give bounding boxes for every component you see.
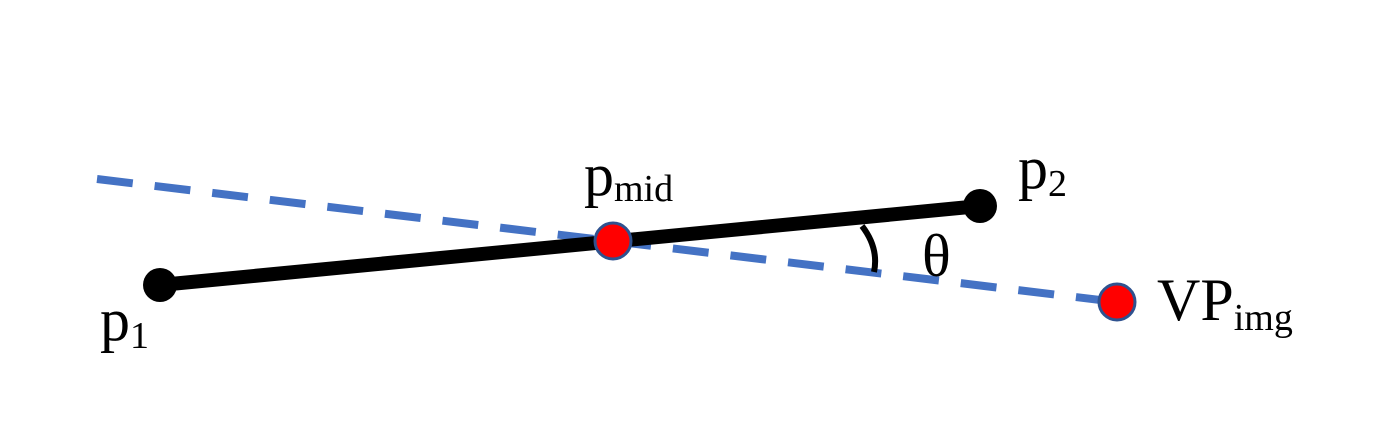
angle-arc <box>859 224 879 273</box>
endpoint-p2 <box>963 189 997 223</box>
label-pmid: pmid <box>584 142 673 210</box>
line-segment <box>153 199 987 292</box>
label-p1: p1 <box>100 287 149 357</box>
label-vp-img: VPimg <box>1157 267 1293 339</box>
vanishing-point-marker <box>1097 282 1137 322</box>
midpoint-marker <box>593 221 633 261</box>
endpoint-p1 <box>143 268 177 302</box>
label-p2: p2 <box>1018 135 1067 205</box>
label-theta: θ <box>922 223 951 289</box>
